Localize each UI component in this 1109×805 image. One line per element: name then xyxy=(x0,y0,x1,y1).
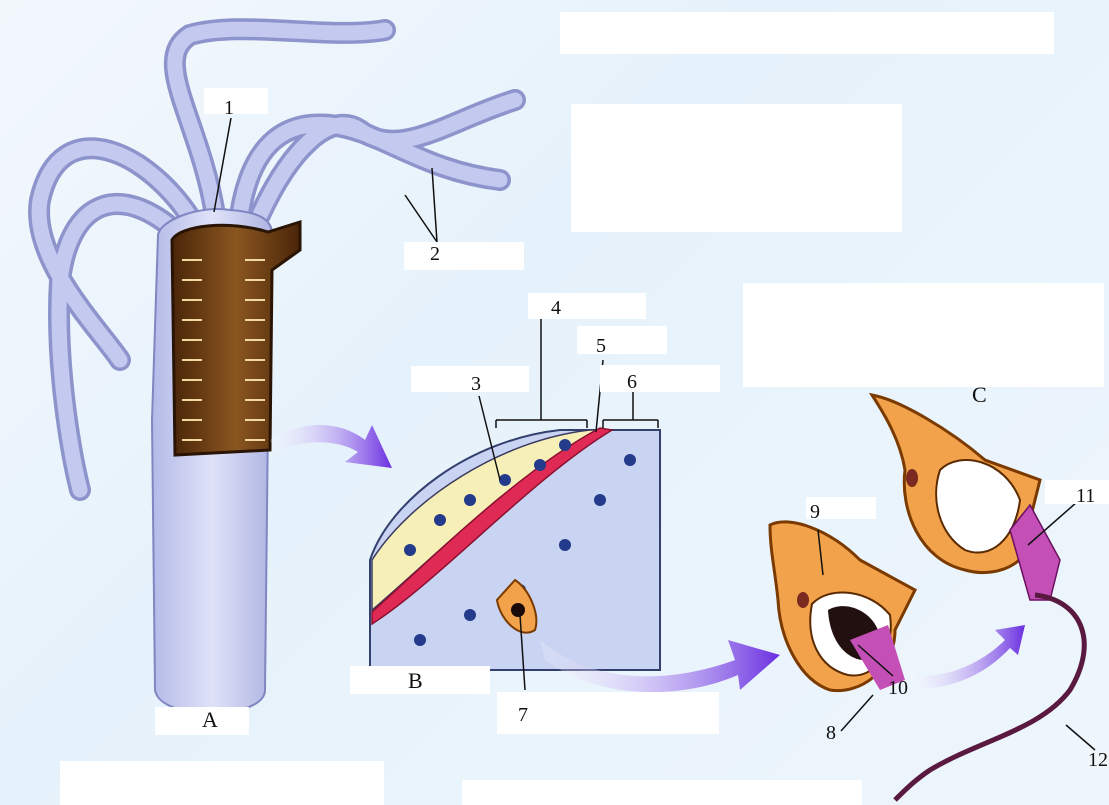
label-2: 2 xyxy=(430,244,440,264)
label-8: 8 xyxy=(826,723,836,743)
mask-box xyxy=(600,365,720,392)
panel-label-a: A xyxy=(202,709,218,731)
label-1: 1 xyxy=(224,98,234,118)
label-7: 7 xyxy=(518,705,528,725)
label-5: 5 xyxy=(596,336,606,356)
mask-box xyxy=(60,761,384,805)
mask-box xyxy=(743,283,1104,387)
nematocyst-small xyxy=(511,603,525,617)
mask-box xyxy=(560,12,1054,54)
label-9: 9 xyxy=(810,502,820,522)
mask-box xyxy=(404,242,524,270)
mask-box xyxy=(204,88,268,114)
cnidocyte-undischarged xyxy=(770,522,915,691)
mask-box xyxy=(571,104,902,232)
label-3: 3 xyxy=(471,374,481,394)
label-6: 6 xyxy=(627,372,637,392)
panel-label-b: B xyxy=(408,670,423,692)
label-11: 11 xyxy=(1076,486,1095,506)
mask-box xyxy=(411,366,529,392)
label-12: 12 xyxy=(1088,750,1108,770)
arrow-within-c xyxy=(910,625,1025,688)
panel-label-c: C xyxy=(972,384,987,406)
mask-box xyxy=(528,293,646,319)
mask-box xyxy=(577,326,667,354)
body-wall-section xyxy=(370,428,660,670)
label-10: 10 xyxy=(888,678,908,698)
label-4: 4 xyxy=(551,298,561,318)
mask-box xyxy=(462,780,862,805)
arrow-a-to-b xyxy=(270,425,392,468)
mask-box xyxy=(497,692,719,734)
